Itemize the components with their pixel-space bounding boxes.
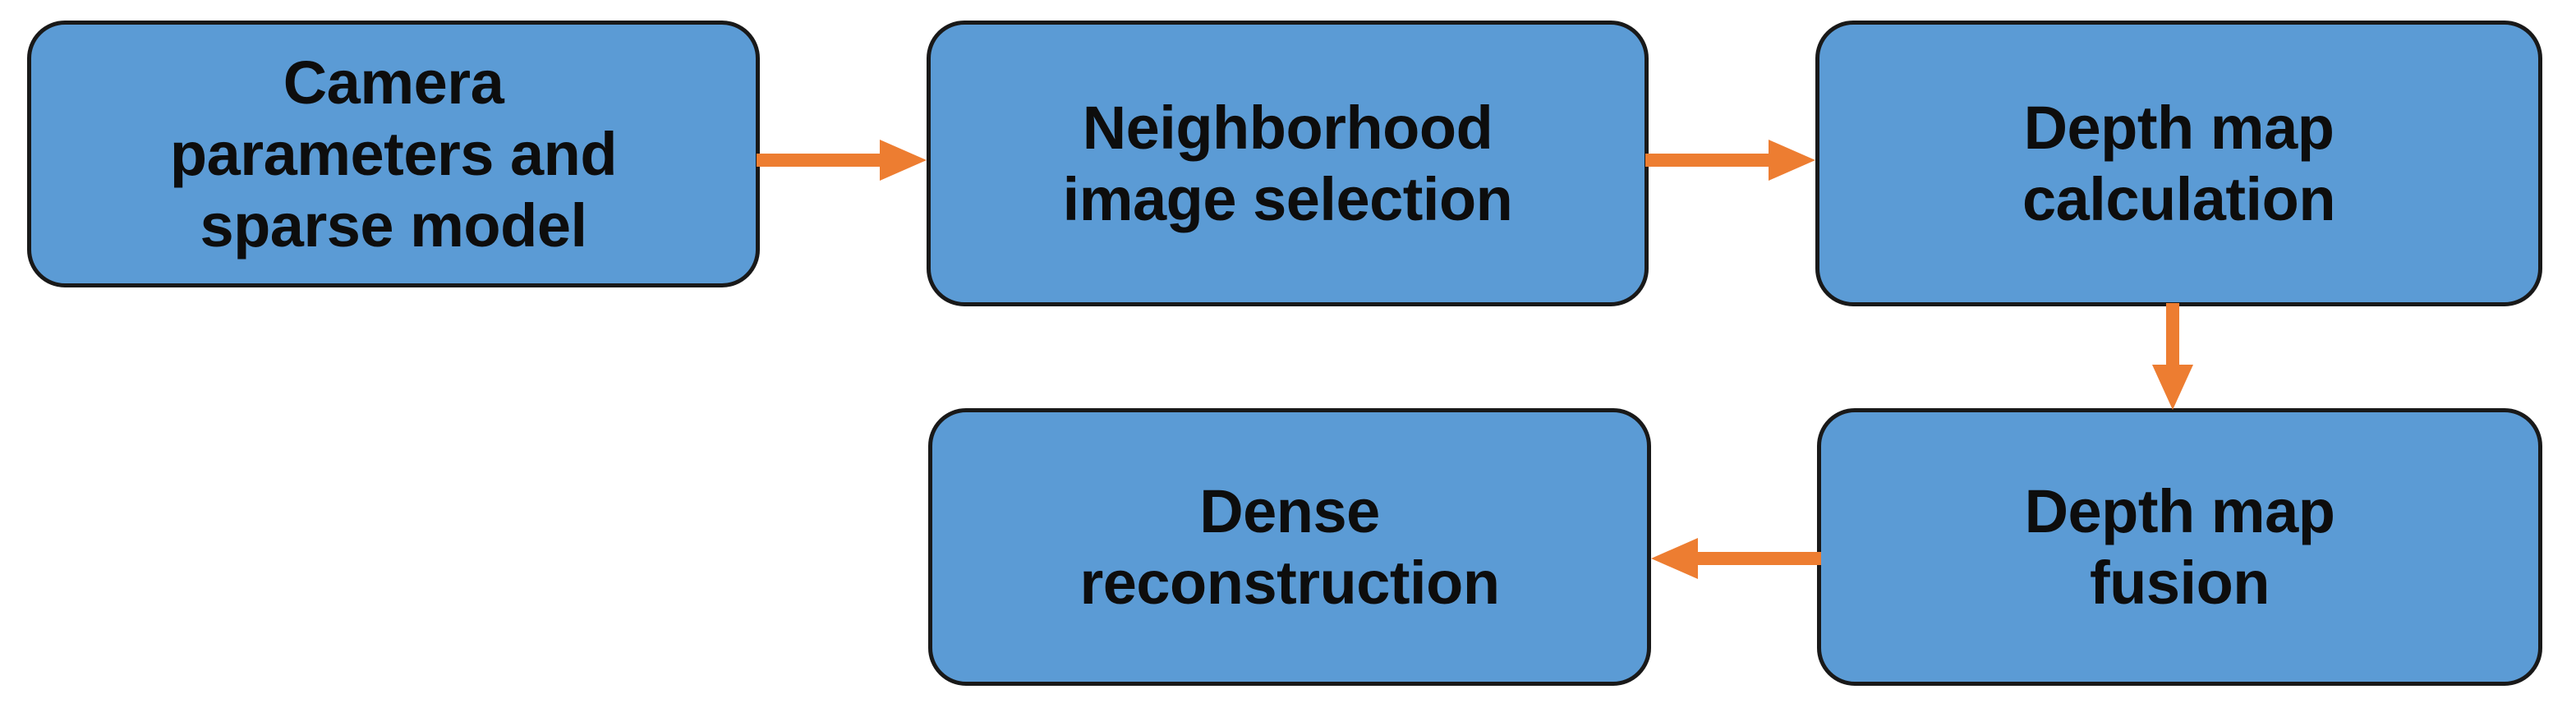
node-camera-parameters-and-sparse-model[interactable]: Camera parameters and sparse model — [27, 21, 760, 287]
arrow-neighborhood-to-depth-map-calculation — [1645, 131, 1819, 189]
arrow-depth-map-calculation-to-depth-map-fusion — [2144, 303, 2201, 412]
node-label: Camera parameters and sparse model — [169, 48, 618, 260]
node-label: Neighborhood image selection — [1062, 93, 1513, 233]
node-dense-reconstruction[interactable]: Dense reconstruction — [928, 408, 1651, 686]
node-label: Depth map calculation — [2022, 93, 2336, 233]
node-neighborhood-image-selection[interactable]: Neighborhood image selection — [927, 21, 1649, 306]
node-depth-map-fusion[interactable]: Depth map fusion — [1817, 408, 2542, 686]
arrow-depth-map-fusion-to-dense-reconstruction — [1647, 530, 1821, 587]
arrow-camera-parameters-to-neighborhood — [757, 131, 931, 189]
node-label: Depth map fusion — [2024, 476, 2335, 617]
node-label: Dense reconstruction — [1079, 476, 1500, 617]
node-depth-map-calculation[interactable]: Depth map calculation — [1815, 21, 2542, 306]
